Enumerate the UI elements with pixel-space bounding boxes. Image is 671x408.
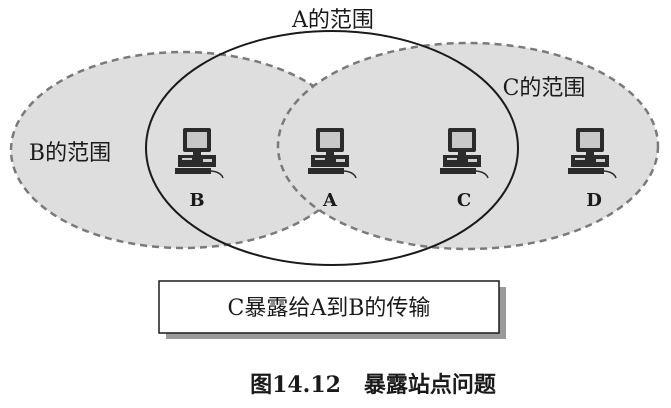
station-label-a: A	[322, 190, 338, 211]
b-range-label: B的范围	[29, 141, 111, 166]
station-label-b: B	[189, 190, 204, 211]
explanation-box: C暴露给A到B的传输	[159, 281, 506, 339]
a-range-label: A的范围	[291, 8, 374, 33]
station-label-d: D	[586, 190, 602, 211]
c-range-label: C的范围	[503, 76, 586, 101]
figure-caption: 图14.12 暴露站点问题	[250, 372, 497, 398]
station-label-c: C	[457, 190, 471, 211]
explanation-text: C暴露给A到B的传输	[228, 296, 431, 321]
